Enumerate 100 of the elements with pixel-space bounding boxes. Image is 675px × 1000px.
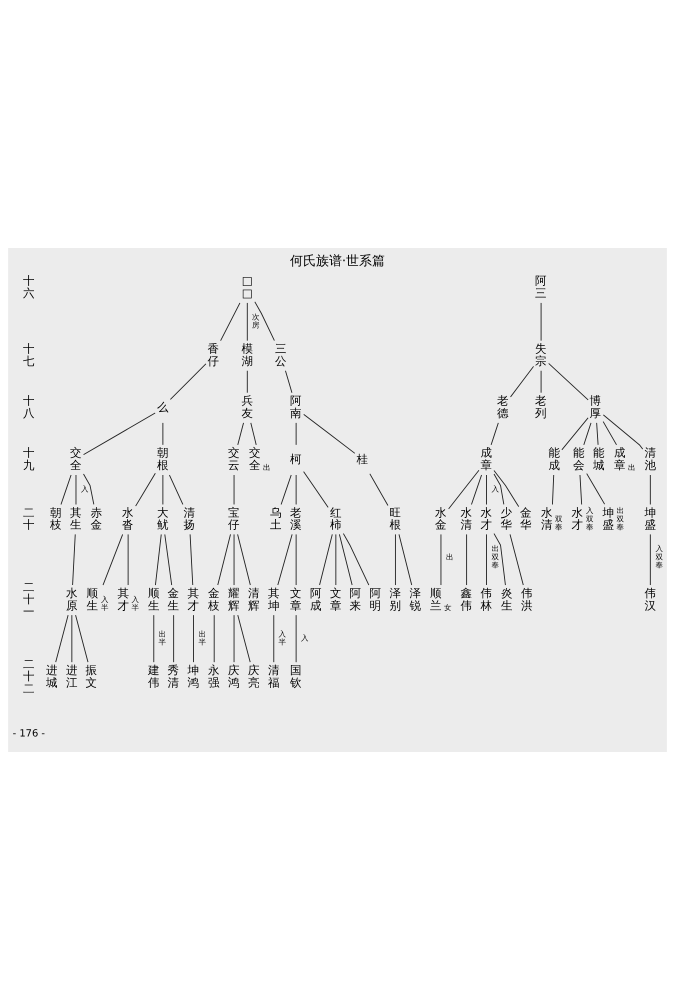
node-text: 红柿 <box>330 505 342 532</box>
node-text: 旺根 <box>389 505 402 532</box>
node-text: 清福 <box>268 662 280 690</box>
connector <box>173 614 174 663</box>
connector <box>128 534 129 586</box>
connector <box>583 422 592 446</box>
connector <box>193 614 194 663</box>
connector <box>369 473 388 506</box>
connector <box>580 474 582 505</box>
node-label: 出双奉 <box>616 506 624 532</box>
node-label: 入半 <box>131 594 138 612</box>
node-text: 模湖 <box>241 341 254 368</box>
node-text: 失宗 <box>535 341 548 368</box>
node-text: 水才 <box>572 505 584 532</box>
node-text: 阿来 <box>350 586 362 612</box>
node-text: 么 <box>156 400 169 414</box>
connector <box>490 422 499 446</box>
connector <box>486 534 487 586</box>
node-text: 香仔 <box>207 341 220 368</box>
node-text: 泽别 <box>389 586 402 612</box>
connector <box>466 534 468 586</box>
connector <box>540 302 542 342</box>
edge-label: 入半 <box>278 629 286 647</box>
connector <box>254 301 275 341</box>
node-text: 交全 <box>248 446 261 472</box>
label: 二十二 <box>22 656 35 696</box>
node-text: 坤鸿 <box>188 662 200 690</box>
node-text: 交全 <box>70 446 82 472</box>
connector <box>102 534 124 586</box>
connector <box>494 533 506 586</box>
node-text: 赤金 <box>90 505 103 532</box>
edge-label: 次房 <box>252 312 260 330</box>
connector <box>540 370 542 394</box>
node-text: 桂 <box>356 452 368 466</box>
connector <box>154 534 162 586</box>
node-text: 能成 <box>548 446 560 472</box>
edge-label: 出半 <box>198 629 206 647</box>
node-text: 兵友 <box>241 394 254 420</box>
connector <box>319 534 333 586</box>
node-text: 炎生 <box>501 586 514 612</box>
node-text: □□ <box>242 274 253 300</box>
node-text: 国钦 <box>290 662 302 690</box>
connector <box>220 302 240 342</box>
node-text: 三公 <box>275 341 288 368</box>
node-text: 清扬 <box>183 505 196 532</box>
node-text: 泽锐 <box>409 586 422 612</box>
connector <box>237 614 251 663</box>
connector <box>398 534 412 586</box>
connector <box>214 614 215 663</box>
node-text: 振文 <box>86 662 98 690</box>
node-text: 大鱿 <box>156 505 169 532</box>
node-text: 其坤 <box>268 586 280 612</box>
connector <box>303 414 356 454</box>
node-text: 朝枝 <box>50 505 62 532</box>
label: 二十一 <box>22 580 35 619</box>
node-text: 进江 <box>66 662 78 690</box>
node-text: 坤盛 <box>602 505 614 532</box>
connector <box>237 534 251 586</box>
node-text: 阿南 <box>290 394 302 420</box>
edge-label: 入双奉 <box>655 544 662 570</box>
connector <box>135 472 156 507</box>
connector <box>250 422 257 446</box>
label: 十七 <box>22 341 35 368</box>
connector <box>217 534 231 586</box>
connector <box>280 474 292 505</box>
node-text: 水清 <box>541 505 554 532</box>
connector <box>153 614 154 663</box>
node-text: 永强 <box>208 662 220 690</box>
edge-label: 出双奉 <box>491 544 498 570</box>
node-label: 女 <box>444 603 452 612</box>
node-text: 能城 <box>593 446 606 472</box>
node-text: 老溪 <box>290 505 302 532</box>
node-text: 水才 <box>480 505 492 532</box>
node-text: 老列 <box>535 394 548 420</box>
node-text: 金枝 <box>208 586 220 612</box>
node-text: 阿明 <box>370 586 382 612</box>
node-text: 其才 <box>117 586 130 612</box>
connector <box>83 412 156 456</box>
node-text: 水金 <box>434 505 447 532</box>
node-text: 文章 <box>330 586 342 612</box>
connector <box>650 474 651 505</box>
edge-label: 出半 <box>158 629 166 647</box>
connector <box>277 534 293 586</box>
node-text: 鑫伟 <box>460 586 473 612</box>
node-text: 阿成 <box>310 586 322 612</box>
connector <box>71 614 72 663</box>
connector <box>83 474 94 505</box>
connector <box>586 473 606 505</box>
node-text: 金生 <box>168 586 180 612</box>
connector <box>486 474 487 505</box>
connector <box>285 370 292 394</box>
connector <box>273 614 274 663</box>
node-text: 伟汉 <box>644 586 656 612</box>
connector <box>190 534 194 586</box>
node-text: 乌土 <box>270 505 282 532</box>
edge-label: 入 <box>80 484 88 494</box>
node-text: 阿三 <box>535 274 548 300</box>
edge-label: 入 <box>301 633 308 642</box>
node-text: 秀清 <box>168 662 180 690</box>
connector <box>342 533 370 586</box>
